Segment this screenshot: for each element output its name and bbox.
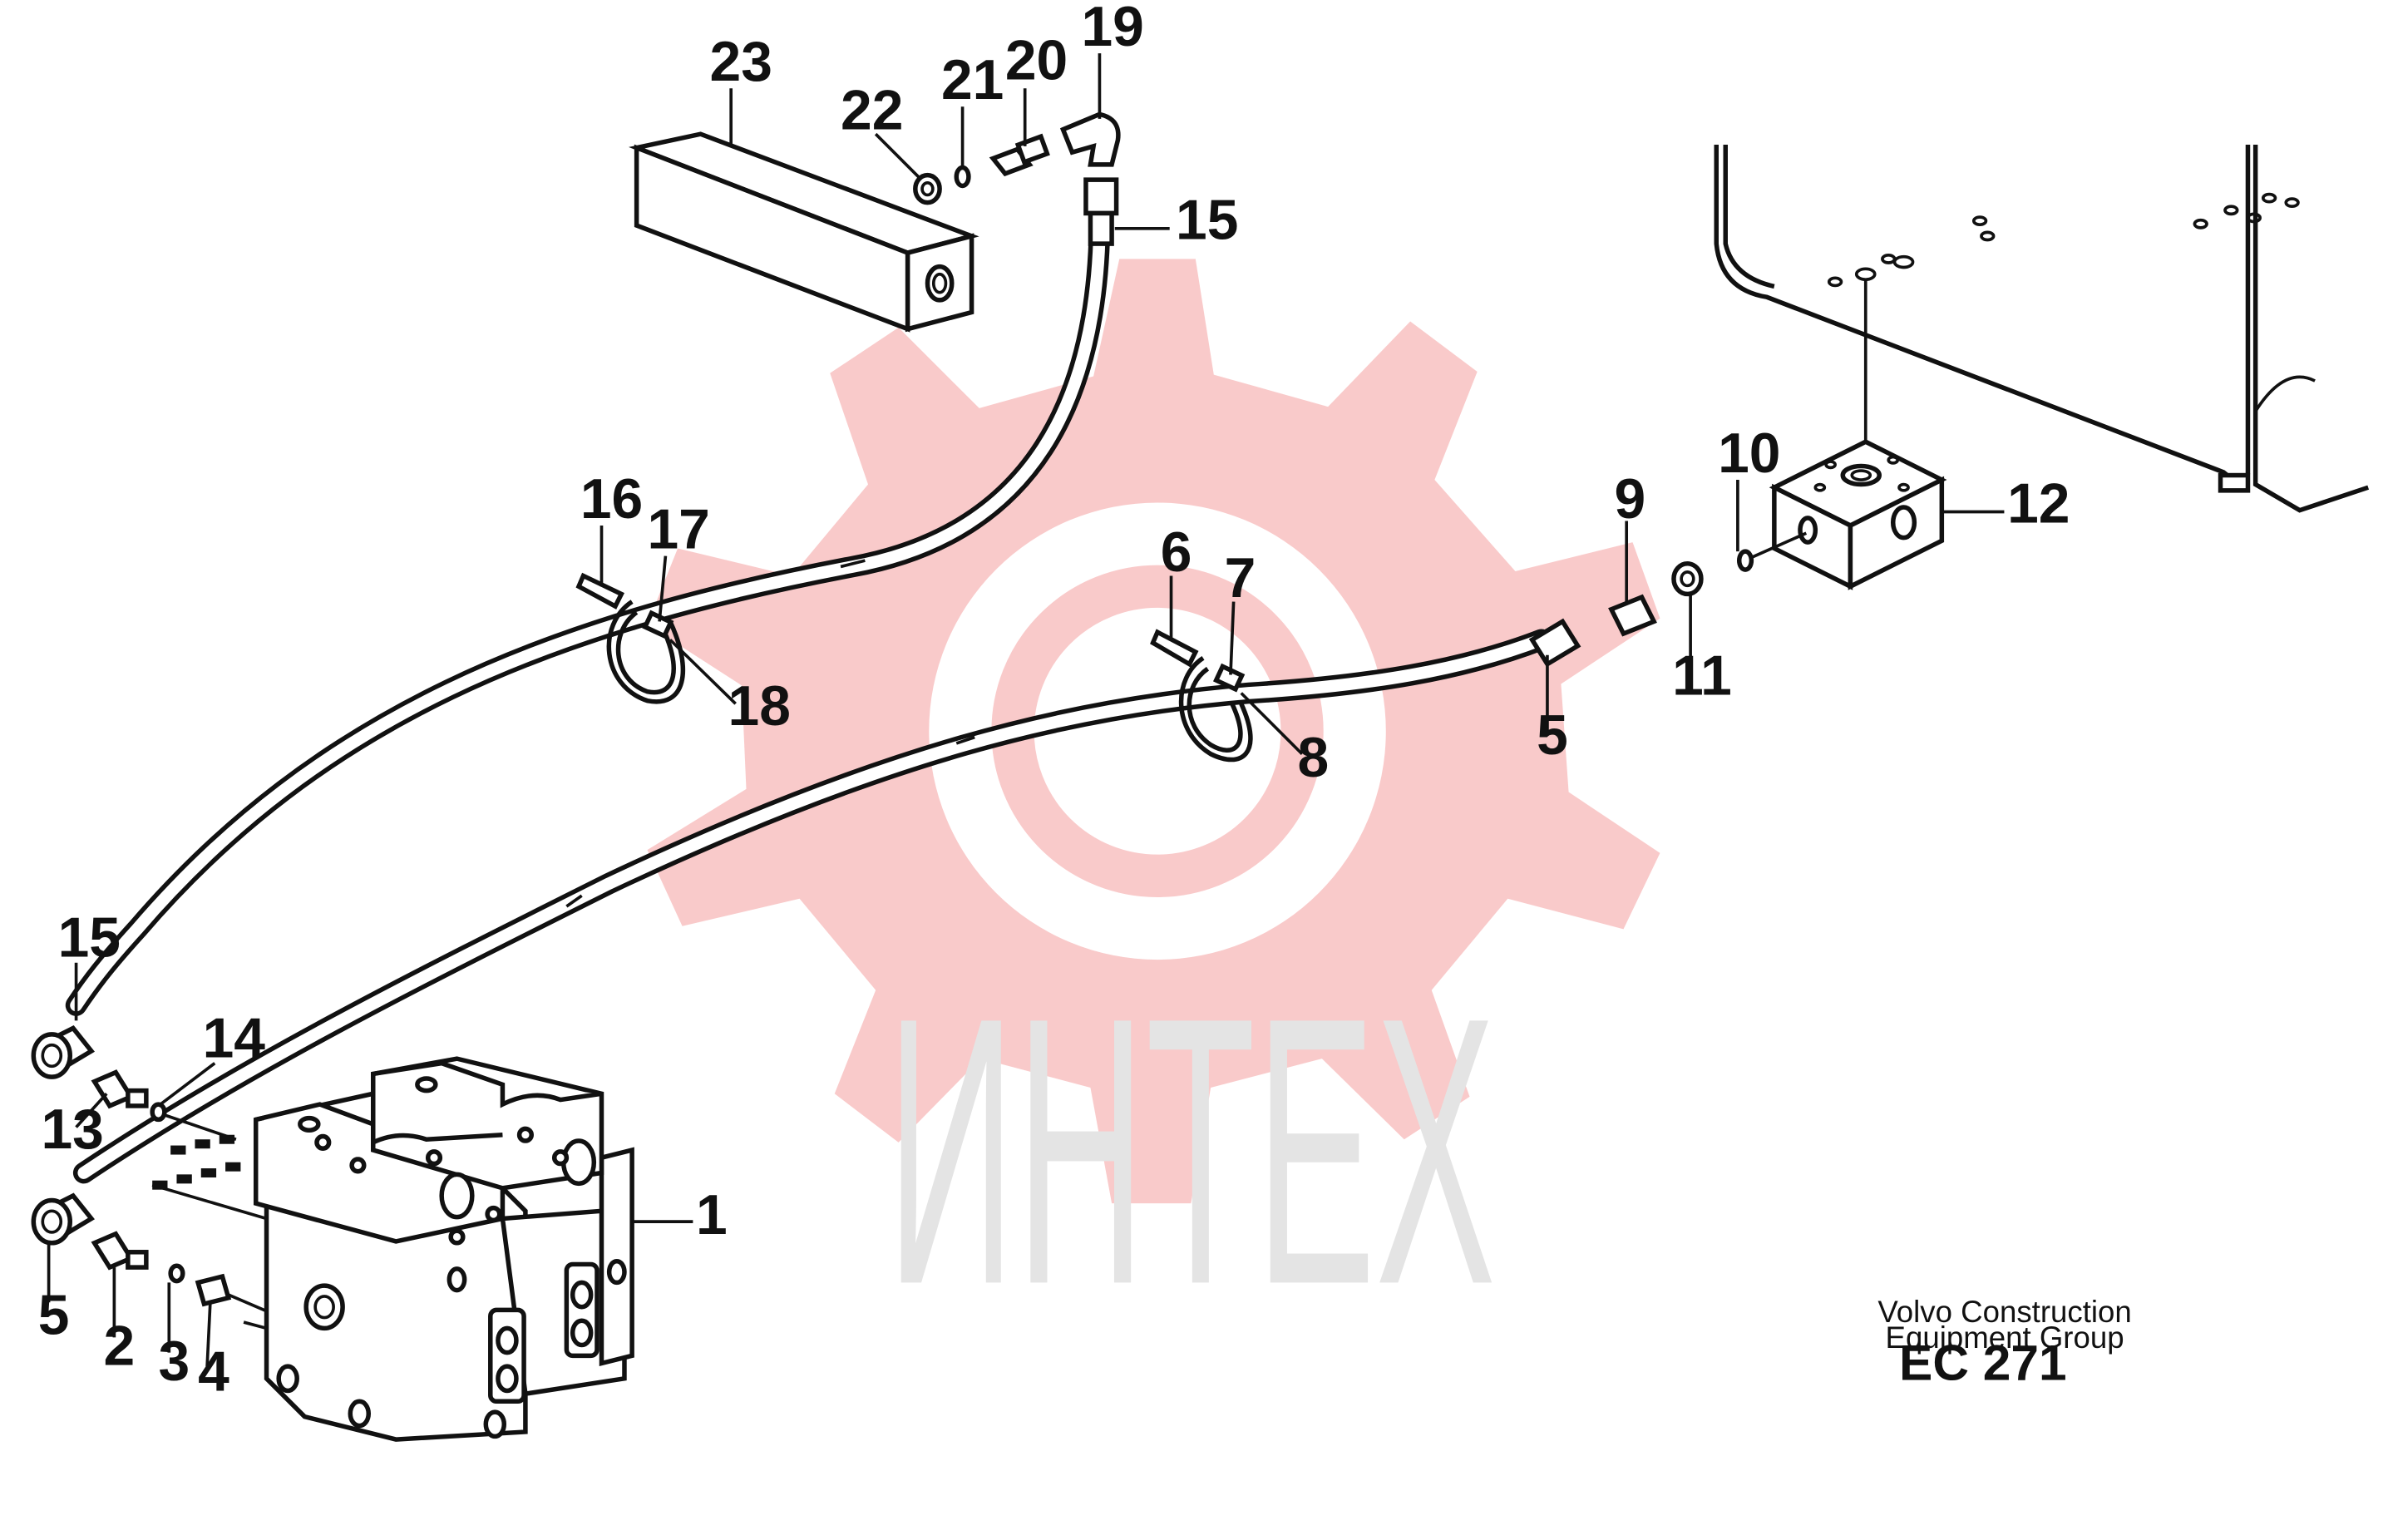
callout-12: 12 [2007,472,2070,535]
callout-6: 6 [1161,521,1192,584]
callout-7: 7 [1225,547,1256,610]
callout-11: 11 [1672,644,1732,707]
callout-4: 4 [198,1340,229,1403]
callout-1: 1 [696,1184,728,1246]
callout-9: 9 [1615,468,1646,531]
valve-dash-marks [152,1134,241,1190]
callout-23: 23 [710,31,772,93]
credit-line-2: Equipment Group [1886,1320,2124,1355]
callout-3: 3 [158,1330,190,1393]
clamp-upper [575,572,686,704]
callout-13: 13 [41,1098,103,1161]
callout-22: 22 [841,80,903,142]
junction-block [1769,439,1947,590]
distribution-block [629,131,979,333]
callout-8: 8 [1298,727,1330,789]
callout-2: 2 [104,1315,136,1377]
control-valve [151,1056,634,1442]
credit-line-1: Volvo Construction [1877,1295,2131,1329]
left-fittings-lower [31,1192,272,1315]
right-fittings [1528,531,1808,668]
callout-18: 18 [728,675,791,738]
callout-10: 10 [1718,422,1780,485]
tank-holes [1827,192,2300,288]
callout-17: 17 [647,498,709,560]
callout-20: 20 [1005,29,1068,91]
top-fittings [913,111,1121,246]
clamp-lower [1150,629,1253,763]
callout-5-left: 5 [38,1285,70,1347]
tank-outline [1714,145,2370,513]
hose-lower [72,629,1552,1184]
drawing-code: EC 271 [1899,1335,2067,1391]
callout-5-right: 5 [1537,704,1568,767]
callout-14: 14 [203,1007,266,1069]
callout-21: 21 [941,49,1004,111]
callout-15-left: 15 [58,906,121,969]
callout-16: 16 [580,468,643,531]
callout-19: 19 [1081,0,1143,58]
watermark-text: ИНТЕХ [886,938,1496,1364]
watermark-gear-icon [647,259,1660,1204]
callout-15-top: 15 [1176,190,1238,252]
callout-labels: 23 22 21 20 19 15 16 17 18 6 7 8 5 9 10 … [38,0,2070,1403]
leader-lines [47,53,2005,1367]
credit-block: Volvo Construction Equipment Group EC 27… [1877,1295,2131,1391]
watermark: ИНТЕХ [647,259,1660,1364]
